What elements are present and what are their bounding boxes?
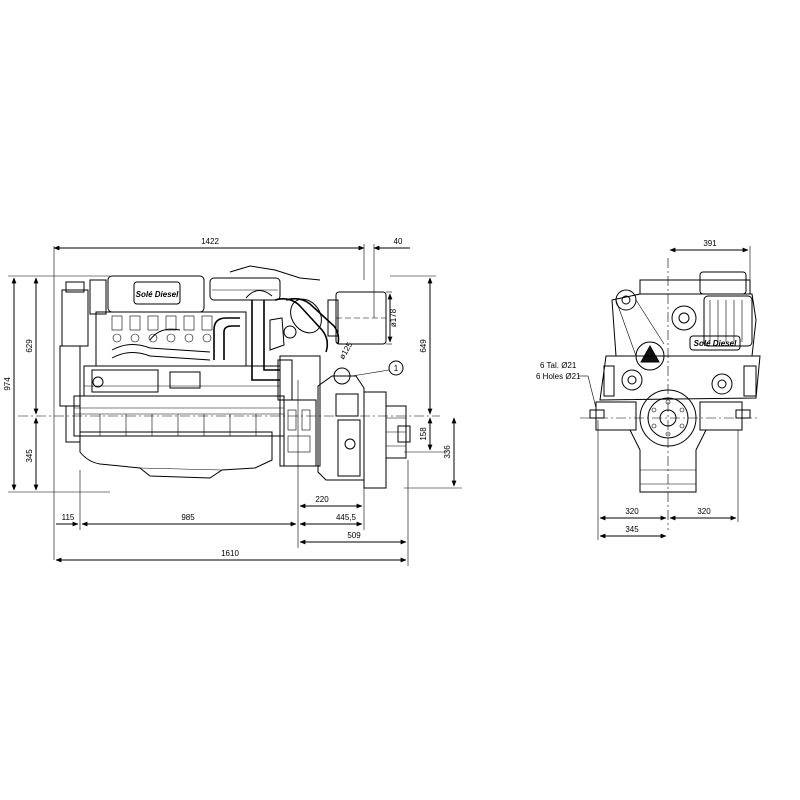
hole-note-es: 6 Tal. Ø21	[540, 361, 577, 370]
dim-391: 391	[703, 239, 717, 248]
dim-115: 115	[62, 513, 75, 522]
dim-320-right: 320	[697, 507, 711, 516]
side-view: Solé Diesel 1422 40 974 629 345 649 158 …	[3, 237, 462, 566]
dim-40: 40	[394, 237, 403, 246]
callout-balloon	[388, 360, 404, 376]
dim-345-side: 345	[25, 449, 34, 463]
engine-block	[59, 265, 411, 489]
dim-629: 629	[25, 339, 34, 353]
dim-exhaust-diameter: ø178	[389, 308, 398, 327]
dim-220: 220	[315, 495, 329, 504]
dim-pipe-diameter: ø125	[337, 340, 354, 361]
dim-974: 974	[3, 377, 12, 391]
dim-336: 336	[443, 445, 452, 459]
dim-345-front: 345	[625, 525, 639, 534]
front-view: Solé Diesel	[536, 239, 761, 540]
dim-985: 985	[181, 513, 195, 522]
dim-445-5: 445,5	[336, 513, 357, 522]
brand-plate-front: Solé Diesel	[694, 339, 737, 348]
callout-number: 1	[394, 364, 399, 373]
dim-509: 509	[347, 531, 361, 540]
dim-320-left: 320	[625, 507, 639, 516]
dim-158: 158	[419, 427, 428, 441]
dim-1610: 1610	[221, 549, 239, 558]
hole-note-en: 6 Holes Ø21	[536, 372, 581, 381]
dim-649: 649	[419, 339, 428, 353]
dim-1422: 1422	[201, 237, 219, 246]
brand-plate-text: Solé Diesel	[136, 290, 179, 299]
